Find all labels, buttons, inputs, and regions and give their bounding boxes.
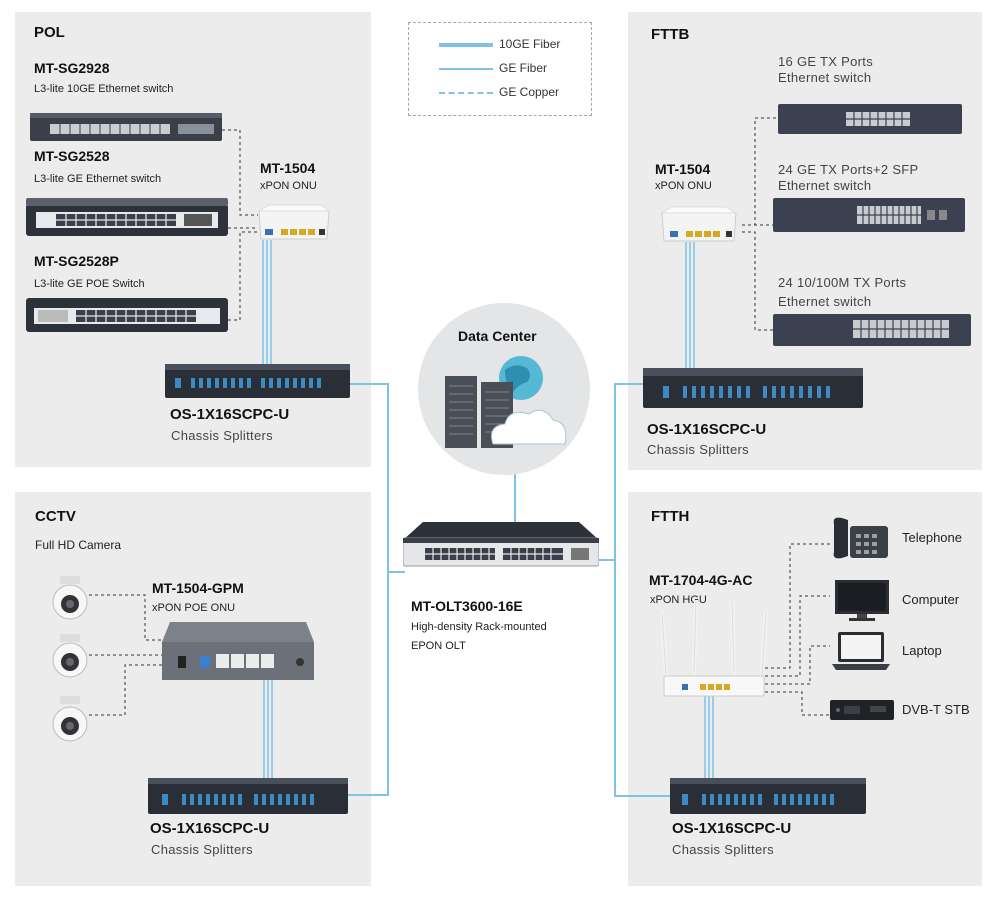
ftth-title: FTTH — [651, 508, 690, 525]
cctv-splitter-desc: Chassis Splitters — [151, 842, 253, 857]
fttb-sw2-line1: 24 GE TX Ports+2 SFP — [778, 162, 919, 177]
ftth-device-computer: Computer — [902, 592, 960, 607]
olt-desc1: High-density Rack-mounted — [411, 621, 547, 633]
camera-icon — [52, 576, 88, 620]
fttb-splitter-desc: Chassis Splitters — [647, 442, 749, 457]
pol-sw1-model: MT-SG2928 — [34, 60, 110, 76]
olt-model: MT-OLT3600-16E — [411, 598, 523, 614]
legend-ge-fiber: GE Fiber — [409, 59, 591, 79]
fiber-olt-right — [597, 559, 616, 572]
fiber-olt-cctv — [348, 572, 389, 796]
cctv-onu-desc: xPON POE ONU — [152, 602, 236, 614]
legend-ge-copper: GE Copper — [409, 83, 591, 103]
stb-icon — [830, 700, 894, 720]
ftth-device-stb: DVB-T STB — [902, 702, 970, 717]
legend-ge-fiber-label: GE Fiber — [499, 61, 548, 75]
legend-10ge: 10GE Fiber — [409, 35, 591, 55]
computer-icon — [835, 580, 889, 621]
splitter-fttb — [643, 368, 863, 408]
switch-24-port-100m — [773, 314, 971, 346]
cctv-title: CCTV — [35, 508, 76, 525]
fttb-onu-desc: xPON ONU — [655, 180, 712, 192]
onu-mt-1504-fttb — [660, 206, 738, 242]
datacenter-title: Data Center — [458, 328, 537, 344]
fttb-sw3-line1: 24 10/100M TX Ports — [778, 275, 907, 290]
ftth-hgu-model: MT-1704-4G-AC — [649, 572, 753, 588]
olt-mt-olt3600 — [403, 522, 599, 567]
switch-mt-sg2528p — [26, 298, 228, 332]
onu-mt-1504-gpm — [162, 622, 314, 680]
datacenter-icon — [445, 356, 567, 448]
switch-mt-sg2528 — [26, 198, 228, 236]
splitter-ftth — [670, 778, 866, 814]
fiber-olt-pol — [346, 383, 389, 572]
switch-mt-sg2928 — [30, 113, 222, 141]
hgu-router — [660, 600, 768, 697]
legend: 10GE Fiber GE Fiber GE Copper — [408, 22, 592, 116]
ftth-device-telephone: Telephone — [902, 530, 962, 545]
legend-ge-copper-label: GE Copper — [499, 85, 560, 99]
cctv-panel — [15, 492, 371, 886]
camera-icon — [52, 696, 88, 742]
switch-24-port-sfp — [773, 198, 965, 232]
pol-splitter-model: OS-1X16SCPC-U — [170, 406, 290, 423]
pol-sw3-model: MT-SG2528P — [34, 253, 119, 269]
pol-splitter-desc: Chassis Splitters — [171, 428, 273, 443]
ftth-splitter-model: OS-1X16SCPC-U — [672, 820, 792, 837]
ftth-splitter-desc: Chassis Splitters — [672, 842, 774, 857]
fttb-title: FTTB — [651, 26, 690, 43]
onu-mt-1504-pol — [257, 204, 331, 240]
fiber-olt-fttb — [614, 383, 643, 572]
cctv-onu-model: MT-1504-GPM — [152, 580, 244, 596]
pol-onu-desc: xPON ONU — [260, 180, 317, 192]
camera-icon — [52, 634, 88, 678]
switch-16-port — [778, 104, 962, 134]
ftth-device-laptop: Laptop — [902, 643, 942, 658]
fiber-olt-ftth — [614, 572, 670, 797]
legend-10ge-label: 10GE Fiber — [499, 37, 561, 51]
fttb-onu-model: MT-1504 — [655, 161, 711, 177]
splitter-pol — [165, 364, 350, 398]
server-rack-left — [445, 376, 477, 448]
pol-sw2-model: MT-SG2528 — [34, 148, 110, 164]
pol-onu-model: MT-1504 — [260, 160, 316, 176]
pol-title: POL — [34, 24, 65, 41]
pol-sw1-desc: L3-lite 10GE Ethernet switch — [34, 83, 174, 95]
pol-sw3-desc: L3-lite GE POE Switch — [34, 278, 145, 290]
ftth-hgu-desc: xPON HGU — [650, 594, 707, 606]
fttb-sw1-line2: Ethernet switch — [778, 70, 872, 85]
olt-desc2: EPON OLT — [411, 640, 466, 652]
fttb-sw3-line2: Ethernet switch — [778, 294, 872, 309]
laptop-icon — [832, 632, 890, 670]
fttb-splitter-model: OS-1X16SCPC-U — [647, 421, 767, 438]
cctv-camera-label: Full HD Camera — [35, 538, 122, 552]
pol-sw2-desc: L3-lite GE Ethernet switch — [34, 173, 162, 185]
telephone-icon — [833, 517, 888, 559]
cctv-splitter-model: OS-1X16SCPC-U — [150, 820, 270, 837]
fttb-sw1-line1: 16 GE TX Ports — [778, 54, 873, 69]
splitter-cctv — [148, 778, 348, 814]
cloud-icon — [491, 409, 567, 445]
fttb-sw2-line2: Ethernet switch — [778, 178, 872, 193]
